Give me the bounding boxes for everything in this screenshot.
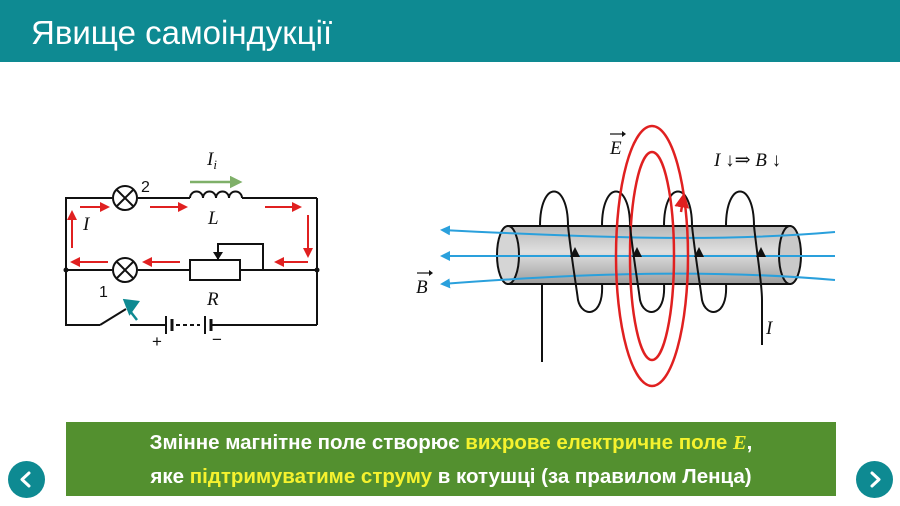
circuit-wires: [65, 197, 318, 326]
circuit-diagram: Ii L R I 2 1 + −: [63, 149, 320, 351]
label-resistor: R: [206, 289, 219, 310]
electric-field-arrow: [674, 192, 690, 213]
vortex-electric-field: [614, 124, 690, 388]
page-title: Явище самоіндукції: [31, 14, 333, 51]
label-e-field: E: [609, 138, 622, 159]
rheostat: [189, 259, 241, 281]
rheostat-slider-arrow: [213, 252, 223, 260]
junction-dot: [63, 267, 69, 273]
lamp-1: [112, 257, 138, 283]
caption-box: Змінне магнітне поле створює вихрове еле…: [66, 422, 836, 496]
coil-current-arrows: [570, 247, 766, 257]
label-current: I: [82, 214, 91, 235]
label-coil-current: I: [765, 318, 774, 339]
magnetic-field-lines: [440, 225, 836, 289]
label-lamp-1: 1: [99, 284, 108, 301]
label-b-field: B: [416, 277, 428, 298]
vector-arrow-b: [417, 270, 433, 276]
chevron-right-icon: [870, 471, 881, 488]
next-slide-button[interactable]: [856, 461, 893, 498]
chevron-left-icon: [20, 471, 31, 488]
caption-line-1: Змінне магнітне поле створює вихрове еле…: [149, 431, 753, 454]
switch-pointer: [122, 298, 140, 321]
label-induced-current: Ii: [206, 149, 217, 172]
label-relation: I ↓⇒ B ↓: [713, 150, 781, 171]
label-plus: +: [152, 332, 162, 351]
inductor-coil: [189, 190, 243, 199]
label-inductor: L: [207, 208, 219, 229]
label-lamp-2: 2: [141, 179, 150, 196]
battery: [165, 316, 213, 334]
caption-line-2: яке підтримуватиме струму в котушці (за …: [150, 465, 752, 488]
coil-turns-back: [539, 190, 755, 227]
vector-arrow-e: [610, 131, 626, 137]
label-minus: −: [212, 330, 222, 349]
lamp-2: [112, 185, 138, 211]
current-arrows: [67, 202, 313, 267]
caption-vector-e: E: [732, 432, 747, 454]
prev-slide-button[interactable]: [8, 461, 45, 498]
junction-dot: [314, 267, 320, 273]
coil-field-diagram: E B I ↓⇒ B ↓ I: [416, 124, 836, 388]
header-bar: Явище самоіндукції: [0, 0, 900, 62]
